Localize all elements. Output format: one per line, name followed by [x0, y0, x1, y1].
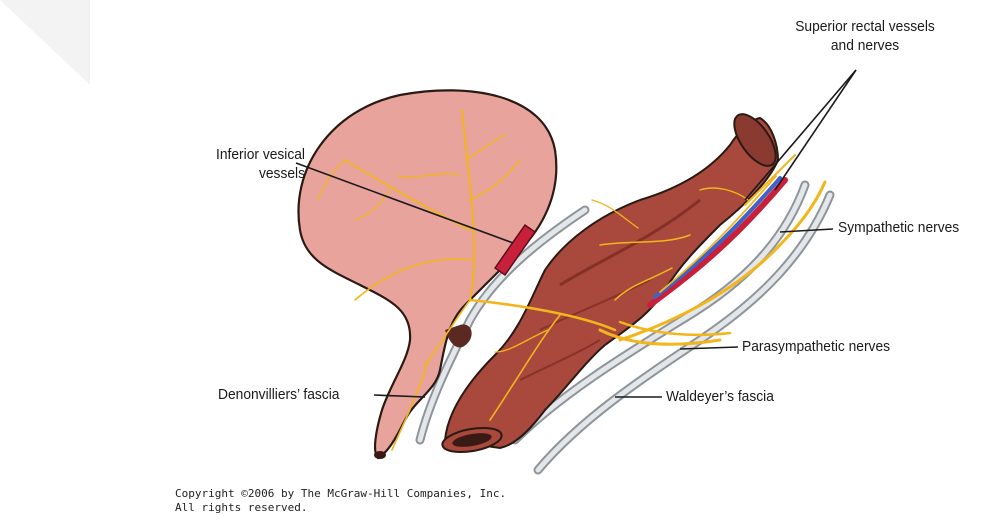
superior-rectal-label: Superior rectal vessels and nerves — [778, 17, 953, 55]
waldeyers-fascia-label: Waldeyer’s fascia — [666, 387, 774, 406]
parasympathetic-nerves-label: Parasympathetic nerves — [742, 337, 890, 356]
inferior-vesical-label-line1: Inferior vesical — [185, 145, 305, 164]
superior-rectal-label-line1: Superior rectal vessels — [778, 17, 953, 36]
copyright-line2: All rights reserved. — [175, 501, 506, 515]
copyright-line1: Copyright ©2006 by The McGraw-Hill Compa… — [175, 487, 506, 501]
corner-watermark — [0, 0, 90, 85]
sympathetic-nerves-label: Sympathetic nerves — [838, 218, 959, 237]
superior-rectal-label-line2: and nerves — [778, 36, 953, 55]
copyright-notice: Copyright ©2006 by The McGraw-Hill Compa… — [175, 487, 506, 515]
inferior-vesical-label-line2: vessels — [185, 164, 305, 183]
inferior-vesical-label: Inferior vesical vessels — [185, 145, 305, 183]
denonvilliers-fascia-label: Denonvilliers’ fascia — [218, 385, 339, 404]
